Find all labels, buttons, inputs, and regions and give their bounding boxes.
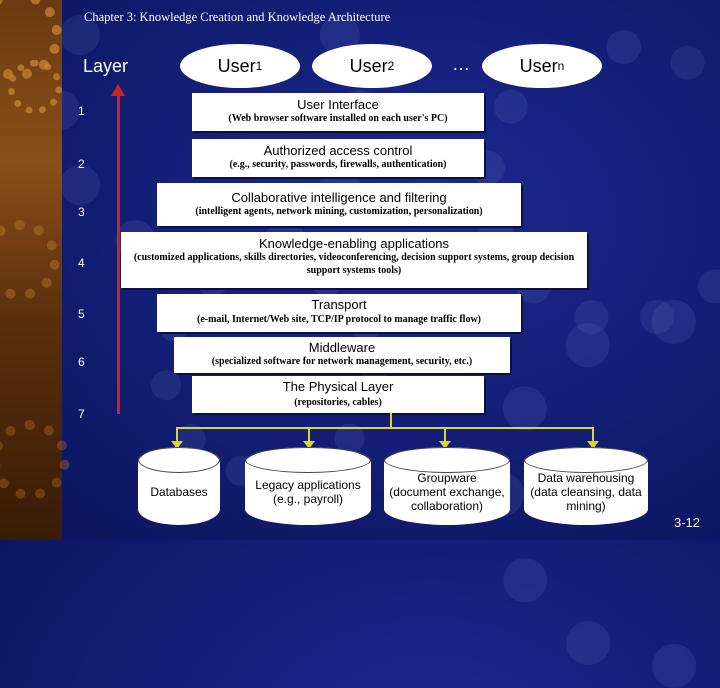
repository-label: Data warehousing (data cleansing, data m…: [530, 471, 642, 513]
layer-box-middleware: Middleware (specialized software for net…: [174, 337, 510, 373]
user-label: User: [217, 55, 256, 76]
layer-box-knowledge-enabling: Knowledge-enabling applications (customi…: [121, 232, 587, 288]
layer-box-physical: The Physical Layer (repositories, cables…: [192, 376, 484, 413]
connector-arrow: [587, 427, 599, 449]
layer-box-authorized-access: Authorized access control (e.g., securit…: [192, 139, 484, 177]
layer-box-user-interface: User Interface (Web browser software ins…: [192, 93, 484, 131]
ellipsis: …: [452, 54, 470, 74]
connector-bus: [176, 427, 594, 429]
layer-number: 7: [78, 407, 85, 421]
user-label: User: [519, 55, 558, 76]
layer-heading: Layer: [83, 56, 129, 76]
gear-icon: [0, 420, 70, 500]
layer-subtitle: (specialized software for network manage…: [211, 356, 473, 367]
connector-arrow: [303, 427, 315, 449]
user-label: User: [349, 55, 388, 76]
page-number: 3-12: [674, 515, 701, 530]
layer-subtitle: (repositories, cables): [294, 397, 382, 408]
layer-box-transport: Transport (e-mail, Internet/Web site, TC…: [157, 294, 521, 332]
layer-title: Middleware: [308, 340, 376, 355]
layer-title: Collaborative intelligence and filtering: [231, 190, 447, 205]
layer-title: Transport: [311, 297, 367, 312]
layer-box-collaborative-intelligence: Collaborative intelligence and filtering…: [157, 183, 521, 226]
layer-axis-line: [117, 92, 120, 414]
layer-subtitle: (e-mail, Internet/Web site, TCP/IP proto…: [196, 314, 482, 325]
layer-subtitle: (Web browser software installed on each …: [228, 113, 448, 124]
gear-icon: [8, 60, 62, 114]
layer-subtitle: (e.g., security, passwords, firewalls, a…: [229, 159, 447, 170]
layer-subtitle: (intelligent agents, network mining, cus…: [195, 206, 483, 217]
decorative-side-strip: [0, 0, 70, 540]
connector-arrow: [171, 427, 183, 449]
repository-label: Databases: [150, 485, 208, 499]
repository-groupware: Groupware (document exchange, collaborat…: [384, 447, 510, 525]
repository-label: Legacy applications (e.g., payroll): [255, 478, 361, 506]
layer-number: 3: [78, 205, 85, 219]
repository-label: Groupware (document exchange, collaborat…: [389, 471, 505, 513]
layer-number: 2: [78, 157, 85, 171]
layer-subtitle: (customized applications, skills directo…: [133, 252, 575, 276]
connector-stem: [390, 413, 392, 427]
user-subscript: 1: [255, 59, 263, 73]
layer-number: 1: [78, 104, 85, 118]
layer-axis-arrowhead: [111, 84, 125, 96]
repository-databases: Databases: [138, 447, 220, 525]
user-subscript: 2: [387, 59, 395, 73]
repository-data-warehousing: Data warehousing (data cleansing, data m…: [524, 447, 648, 525]
layer-number: 4: [78, 256, 85, 270]
user-subscript: n: [557, 59, 565, 73]
layer-title: Knowledge-enabling applications: [258, 236, 450, 251]
repository-legacy-applications: Legacy applications (e.g., payroll): [245, 447, 371, 525]
layer-title: User Interface: [297, 97, 379, 112]
chapter-title: Chapter 3: Knowledge Creation and Knowle…: [84, 10, 391, 24]
gear-icon: [0, 220, 60, 300]
layer-title: The Physical Layer: [282, 379, 394, 394]
layer-title: Authorized access control: [263, 143, 413, 158]
connector-arrow: [439, 427, 451, 449]
layer-number: 6: [78, 355, 85, 369]
layer-number: 5: [78, 307, 85, 321]
